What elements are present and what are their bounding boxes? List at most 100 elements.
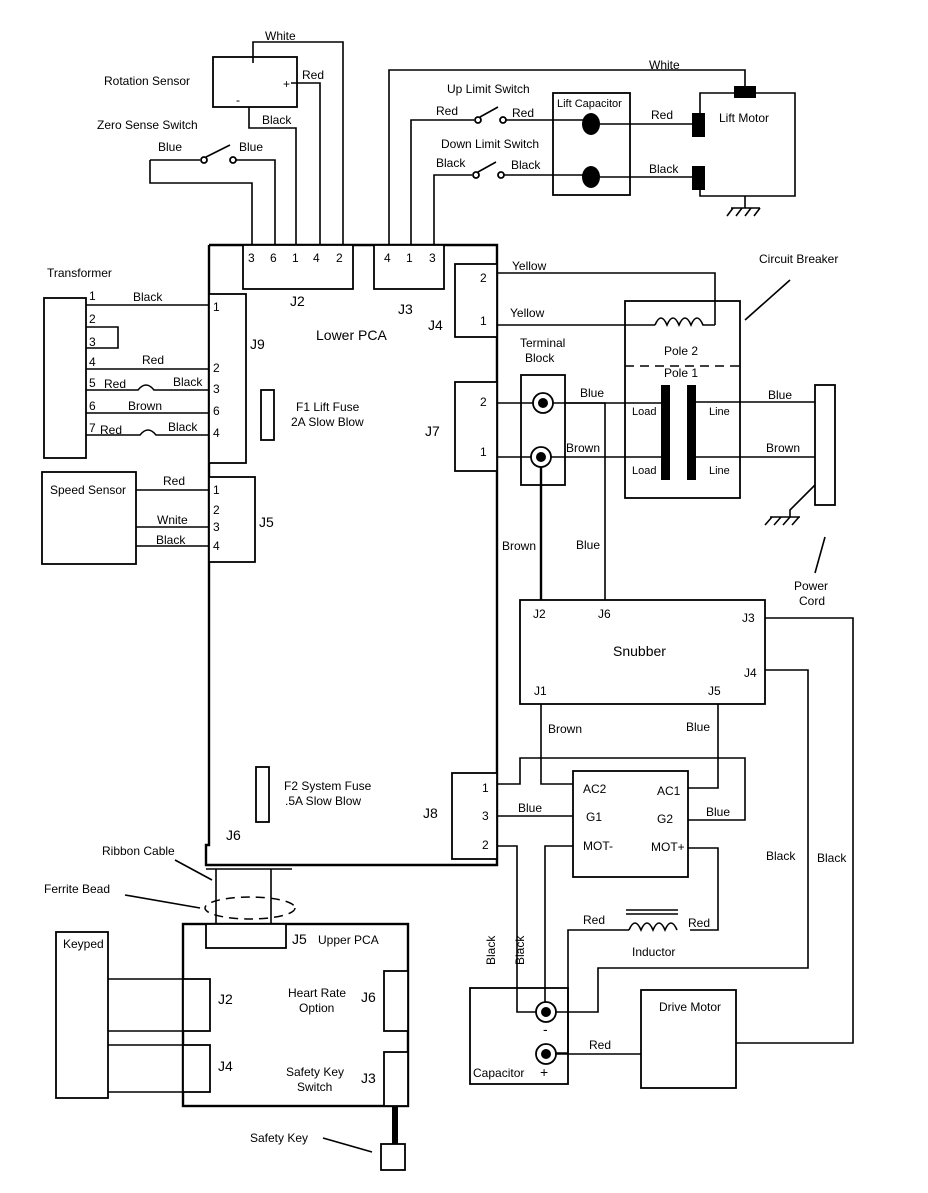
zero-sense-switch-label: Zero Sense Switch [97,118,198,132]
j5-pin-2: 3 [213,520,220,534]
terminal-block-label-1: Terminal [520,336,565,350]
j9-pin-1: 2 [213,361,220,375]
j2-pin-0: 3 [248,251,255,265]
lift-motor-label: Lift Motor [719,111,769,125]
tx-pin-2: 3 [89,335,96,349]
snub-j4: J4 [744,666,757,680]
scr-ac2: AC2 [583,782,607,796]
snubber-label: Snubber [613,643,666,659]
wire-label-red-lm: Red [651,108,673,122]
f2-fuse [255,766,270,823]
j5-pin-0: 1 [213,483,220,497]
inductor: Inductor [626,909,678,959]
wire-label-yellow-1: Yellow [512,259,547,273]
wire-label-brown-tx6: Brown [128,399,162,413]
j5-pin-3: 4 [213,539,220,553]
wire-label-red-rot: Red [302,68,324,82]
wire-label-black-tx5: Black [173,375,203,389]
j2-label: J2 [290,293,305,309]
j9-pin-2: 3 [213,382,220,396]
f1-fuse-label-2: 2A Slow Blow [291,415,364,429]
transformer-label: Transformer [47,266,112,280]
snub-j1: J1 [534,684,547,698]
wire-label-red-tx5: Red [104,377,126,391]
connector-j5-lower: 1 2 3 4 J5 [208,476,274,563]
wire-label-blue-g1: Blue [518,801,542,815]
terminal-block: Terminal Block [520,336,566,486]
snub-j2: J2 [533,607,546,621]
up-j2: J2 [218,991,233,1007]
wire-label-yellow-2: Yellow [510,306,545,320]
lift-motor: Lift Motor [692,92,796,217]
up-j5: J5 [292,931,307,947]
lower-pca-label: Lower PCA [316,327,387,343]
drive-motor-label: Drive Motor [659,1000,721,1014]
j2-pin-1: 6 [270,251,277,265]
connector-j2: 3 6 1 4 2 J2 [242,244,354,309]
j3-label: J3 [398,301,413,317]
wire-label-red-up2: Red [512,106,534,120]
capacitor-minus: - [543,1021,548,1037]
lower-pca: Lower PCA [204,243,499,867]
j5-label: J5 [259,514,274,530]
wire-label-black-dn1: Black [436,156,466,170]
wire-label-blue-zs1: Blue [158,140,182,154]
j5-pin-1: 2 [213,503,220,517]
safety-key-switch-label-2: Switch [297,1080,332,1094]
tx-pin-5: 6 [89,399,96,413]
connector-j4: 2 1 J4 [428,263,498,338]
wire-label-black-lm: Black [649,162,679,176]
wire-label-white-lift: White [649,58,680,72]
lift-capacitor-label: Lift Capacitor [557,98,622,110]
line-label-1: Line [709,406,730,418]
drive-motor: Drive Motor [640,989,737,1089]
f2-fuse-label-2: .5A Slow Blow [285,794,361,808]
pole2-label: Pole 2 [664,344,698,358]
tx-pin-1: 2 [89,312,96,326]
wire-label-blue-pc: Blue [768,388,792,402]
wire-label-black-cap2: Black [513,935,527,965]
j4-pin-1: 1 [480,314,487,328]
tx-pin-3: 4 [89,355,96,369]
ribbon-cable-label: Ribbon Cable [102,844,175,858]
speed-sensor-label: Speed Sensor [50,483,126,497]
power-cord: Power Cord [764,384,836,608]
power-cord-label-2: Cord [799,594,825,608]
wire-label-blue-tb: Blue [580,386,604,400]
j9-pin-3: 6 [213,404,220,418]
lift-capacitor: Lift Capacitor [552,92,631,196]
wire-label-black-ss: Black [156,533,186,547]
ferrite-bead-label: Ferrite Bead [44,882,110,896]
circuit-breaker: Circuit Breaker Pole 2 Pole 1 Load Line … [624,252,838,499]
capacitor-label: Capacitor [473,1066,524,1080]
connector-j7: 2 1 J7 [425,381,498,472]
snub-j6: J6 [598,607,611,621]
power-cord-label-1: Power [794,579,828,593]
f2-fuse-label-1: F2 System Fuse [284,779,372,793]
snub-j3: J3 [742,611,755,625]
j8-pin-2: 2 [482,838,489,852]
j7-pin-0: 2 [480,395,487,409]
heart-rate-label-1: Heart Rate [288,986,346,1000]
terminal-block-label-2: Block [525,351,555,365]
load-label-1: Load [632,406,656,418]
j2-pin-4: 2 [336,251,343,265]
scr-g1: G1 [586,810,602,824]
scr-ac1: AC1 [657,784,681,798]
wire-label-black-rot: Black [262,113,292,127]
j4-label: J4 [428,317,443,333]
upper-pca-label: Upper PCA [318,933,379,947]
j9-pin-0: 1 [213,300,220,314]
j4-pin-0: 2 [480,271,487,285]
capacitor: - + Capacitor [469,987,569,1085]
j6-label: J6 [226,827,241,843]
wire-label-red-tx4: Red [142,353,164,367]
tx-pin-4: 5 [89,376,96,390]
wire-label-red-ind1: Red [583,913,605,927]
speed-sensor: Speed Sensor [41,471,137,565]
wire-label-red-ss: Red [163,474,185,488]
heart-rate-label-2: Option [299,1001,334,1015]
wire-label-blue-scr: Blue [686,720,710,734]
inductor-label: Inductor [632,945,675,959]
